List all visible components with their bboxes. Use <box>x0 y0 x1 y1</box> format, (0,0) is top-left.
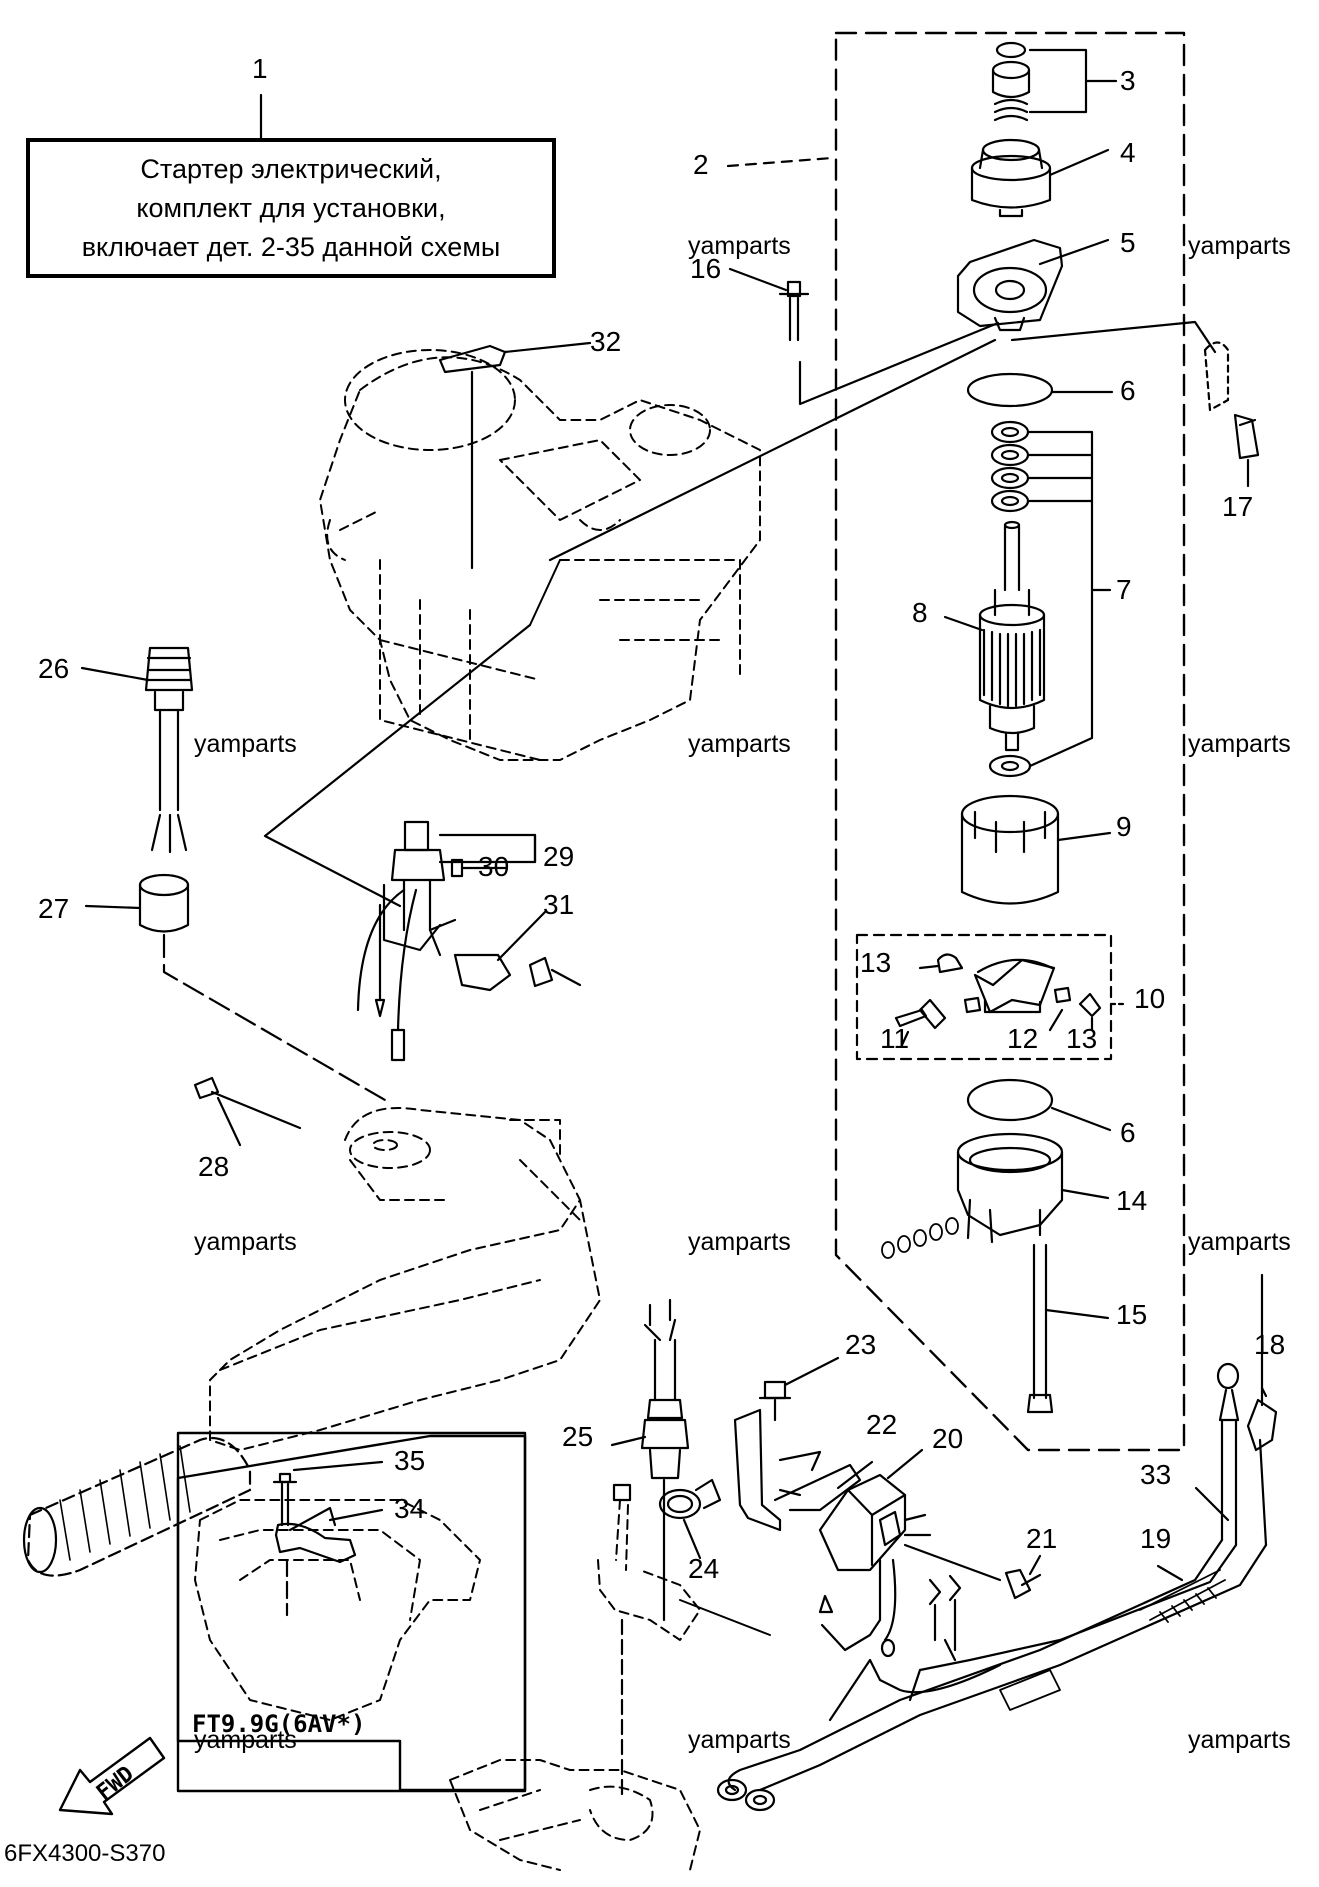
part-label-35: 35 <box>394 1445 426 1476</box>
watermark-1: yamparts <box>688 232 791 260</box>
part-label-13-left: 13 <box>860 947 892 978</box>
part-26-drawing <box>80 646 194 854</box>
part-3-drawing <box>991 41 1118 122</box>
part-34-35-drawing <box>272 1460 384 1617</box>
part-label-3: 3 <box>1120 65 1136 96</box>
part-label-28: 28 <box>198 1151 230 1182</box>
part-28-drawing <box>193 1076 302 1147</box>
part-label-26: 26 <box>38 653 70 684</box>
part-label-11: 11 <box>880 1023 910 1054</box>
part-4-drawing <box>970 138 1110 218</box>
part-label-33: 33 <box>1140 1459 1172 1490</box>
part-label-19: 19 <box>1140 1523 1172 1554</box>
part-10-box <box>855 933 1113 1061</box>
part-29-31-drawing <box>356 820 582 1062</box>
part-label-31: 31 <box>543 889 575 920</box>
part-label-9: 9 <box>1116 811 1132 842</box>
part-label-18: 18 <box>1254 1329 1286 1360</box>
watermark-9: yamparts <box>194 1726 297 1754</box>
part-27-drawing <box>84 873 387 1102</box>
watermark-3: yamparts <box>194 730 297 758</box>
part-14-drawing <box>881 1132 1110 1259</box>
part-label-8: 8 <box>912 597 928 628</box>
info-box: Стартер электрический, комплект для уста… <box>26 138 556 278</box>
part-label-23: 23 <box>845 1329 877 1360</box>
part-6-top-drawing <box>966 372 1054 408</box>
part-8-drawing <box>943 520 1046 752</box>
part-label-10: 10 <box>1134 983 1166 1014</box>
part-label-17: 17 <box>1222 491 1254 522</box>
inset-bracket-drawing <box>194 1499 481 1721</box>
part-label-34: 34 <box>394 1493 426 1524</box>
part-label-16: 16 <box>690 253 722 284</box>
part-label-21: 21 <box>1026 1523 1058 1554</box>
part-label-25: 25 <box>562 1421 594 1452</box>
part-18-19-33-drawing <box>716 1273 1278 1812</box>
watermark-10: yamparts <box>688 1726 791 1754</box>
info-line-1: Стартер электрический, <box>140 153 442 184</box>
diagram-code: 6FX4300-S370 <box>4 1840 166 1867</box>
part-label-15: 15 <box>1116 1299 1148 1330</box>
watermark-2: yamparts <box>1188 232 1291 260</box>
tiller-handle-drawing <box>22 1436 252 1577</box>
inset-model-label: FT9.9G(6AV*) <box>192 1710 366 1738</box>
cowling-drawing <box>209 1107 601 1451</box>
fwd-arrow <box>58 1736 166 1816</box>
part-label-27: 27 <box>38 893 70 924</box>
watermark-11: yamparts <box>1188 1726 1291 1754</box>
part-5-drawing <box>956 238 1110 332</box>
info-line-2: комплект для установки, <box>136 192 446 223</box>
part-10-drawing <box>894 953 1102 1047</box>
part-label-5: 5 <box>1120 227 1136 258</box>
part-22-23-drawing <box>679 1356 874 1636</box>
part-25-drawing <box>610 1298 690 1622</box>
part-label-13-right: 13 <box>1066 1023 1098 1054</box>
part-32-drawing <box>438 341 592 570</box>
part-15-drawing <box>1026 1243 1110 1414</box>
part-label-6-top: 6 <box>1120 375 1136 406</box>
starter-assembly-outline <box>834 31 1186 1452</box>
watermark-7: yamparts <box>688 1228 791 1256</box>
part-label-2: 2 <box>693 149 709 180</box>
watermark-4: yamparts <box>688 730 791 758</box>
info-line-3: включает дет. 2-35 данной схемы <box>81 231 501 262</box>
engine-block-drawing <box>319 349 761 761</box>
part-17-drawing <box>1203 341 1260 488</box>
part-label-4: 4 <box>1120 137 1136 168</box>
watermark-6: yamparts <box>194 1228 297 1256</box>
part-label-7: 7 <box>1116 574 1132 605</box>
part-16-drawing <box>728 267 810 342</box>
watermark-8: yamparts <box>1188 1228 1291 1256</box>
watermark-5: yamparts <box>1188 730 1291 758</box>
part-label-32: 32 <box>590 326 622 357</box>
lower-mount-drawing <box>449 1759 701 1871</box>
part-label-1: 1 <box>252 53 268 84</box>
part-24-drawing <box>658 1478 722 1560</box>
part-20-drawing <box>818 1448 1042 1658</box>
part-7-drawing <box>988 420 1112 778</box>
part-label-30: 30 <box>478 851 510 882</box>
part-9-drawing <box>960 794 1112 905</box>
part-label-6-bottom: 6 <box>1120 1117 1136 1148</box>
part-label-22: 22 <box>866 1409 898 1440</box>
lower-bracket-drawing <box>597 1499 701 1641</box>
part-label-29: 29 <box>543 841 575 872</box>
part-label-12: 12 <box>1007 1023 1039 1054</box>
part-label-24: 24 <box>688 1553 720 1584</box>
part-label-14: 14 <box>1116 1185 1148 1216</box>
part-label-20: 20 <box>932 1423 964 1454</box>
part-6-bottom-drawing <box>966 1078 1054 1122</box>
